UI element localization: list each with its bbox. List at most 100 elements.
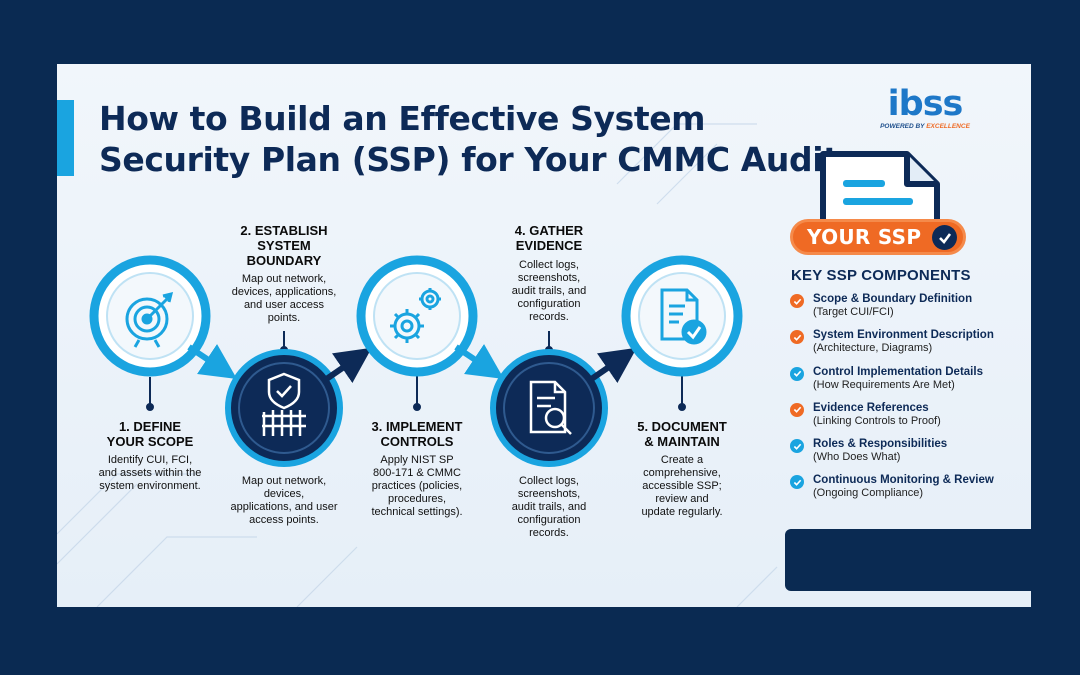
your-ssp-badge: YOUR SSP xyxy=(790,219,966,255)
step3-arrow xyxy=(454,344,504,379)
step1-arrow xyxy=(187,344,237,379)
step4-circle xyxy=(490,349,608,467)
step4-desc-bottom: Collect logs, screenshots, audit trails,… xyxy=(486,475,612,540)
step2-text-top: 2. ESTABLISH SYSTEM BOUNDARY Map out net… xyxy=(221,223,347,325)
step2-title-line3: BOUNDARY xyxy=(246,253,322,268)
step4-desc-line: audit trails, and xyxy=(511,501,587,513)
step2-desc-line: devices, applications, xyxy=(231,286,337,298)
step1-text: 1. DEFINE YOUR SCOPE Identify CUI, FCI, … xyxy=(87,419,213,493)
step4-desc-line: Collect logs, xyxy=(519,259,579,271)
ibss-logo: ibss POWERED BY EXCELLENCE xyxy=(879,86,971,130)
step1-connector-dot xyxy=(146,403,154,411)
check-bullet-icon xyxy=(790,402,804,417)
step5-desc-line: Create a xyxy=(660,454,704,466)
infographic-card: How to Build an Effective System Securit… xyxy=(57,64,1031,607)
step5-desc-line: accessible SSP; xyxy=(642,480,722,492)
check-circle-icon xyxy=(932,225,957,250)
step5-desc: Create a comprehensive, accessible SSP; … xyxy=(619,454,745,519)
step5-desc-line: update regularly. xyxy=(641,506,723,518)
step2-desc-line: access points. xyxy=(249,514,319,526)
check-bullet-icon xyxy=(790,330,804,345)
component-title: Evidence References xyxy=(813,401,929,414)
step4-title-line2: EVIDENCE xyxy=(515,238,583,253)
component-subtitle: (Target CUI/FCI) xyxy=(813,306,894,318)
component-title: Control Implementation Details xyxy=(813,365,983,378)
check-bullet-icon xyxy=(790,439,804,454)
step4-desc-line: configuration xyxy=(517,298,581,310)
step2-text-bottom: Map out network, devices, applications, … xyxy=(217,475,351,527)
step3-desc: Apply NIST SP 800-171 & CMMC practices (… xyxy=(354,454,480,519)
component-title: Scope & Boundary Definition xyxy=(813,293,973,305)
step4-desc-line: screenshots, xyxy=(517,488,581,500)
component-item: Control Implementation Details (How Requ… xyxy=(790,365,1020,401)
step1-desc-line: system environment. xyxy=(99,480,201,492)
step3-title-line1: 3. IMPLEMENT xyxy=(371,419,463,434)
component-subtitle: (Who Does What) xyxy=(813,451,901,464)
step2-title-line2: SYSTEM xyxy=(257,238,311,253)
component-subtitle: (Ongoing Compliance) xyxy=(813,487,924,500)
page-title: How to Build an Effective System Securit… xyxy=(99,98,839,180)
step2-desc-line: Map out network, xyxy=(241,273,327,285)
document-search-icon xyxy=(529,380,572,435)
step3-desc-line: technical settings). xyxy=(371,506,463,518)
step5-desc-line: comprehensive, xyxy=(643,467,721,479)
step5-circle xyxy=(621,255,743,377)
step3-connector-dot xyxy=(413,403,421,411)
step5-desc-line: review and xyxy=(655,493,709,505)
step1-desc: Identify CUI, FCI, and assets within the… xyxy=(87,454,213,493)
process-flow-graphic xyxy=(89,255,743,467)
step2-arrow xyxy=(323,347,372,384)
step4-desc-line: configuration xyxy=(517,514,581,526)
step4-desc-line: records. xyxy=(529,527,569,539)
step2-desc-line: and user access xyxy=(243,299,325,311)
step1-desc-line: Identify CUI, FCI, xyxy=(107,454,193,466)
bottom-navy-banner xyxy=(785,529,1031,591)
shield-fence-icon xyxy=(262,372,306,436)
step2-desc-line: Map out network, xyxy=(241,475,327,487)
step4-desc-line: audit trails, and xyxy=(511,285,587,297)
component-title: Roles & Responsibilities xyxy=(813,438,948,451)
step4-desc-line: records. xyxy=(529,311,569,323)
components-heading: KEY SSP COMPONENTS xyxy=(791,267,971,284)
logo-tagline: POWERED BY EXCELLENCE xyxy=(879,123,971,130)
step1-title-line1: 1. DEFINE xyxy=(118,419,182,434)
logo-tagline-prefix: POWERED BY xyxy=(880,123,927,130)
title-line-1: How to Build an Effective System xyxy=(99,99,706,138)
logo-tagline-emphasis: EXCELLENCE xyxy=(926,123,970,130)
step4-text-bottom: Collect logs, screenshots, audit trails,… xyxy=(486,475,612,540)
title-line-2: Security Plan (SSP) for Your CMMC Audit xyxy=(99,140,839,179)
check-bullet-icon xyxy=(790,475,804,490)
step4-desc-top: Collect logs, screenshots, audit trails,… xyxy=(486,259,612,324)
step3-title-line2: CONTROLS xyxy=(380,434,454,449)
component-subtitle: (Linking Controls to Proof) xyxy=(813,414,941,427)
step2-desc-top: Map out network, devices, applications, … xyxy=(221,273,347,325)
step2-desc-line: points. xyxy=(267,312,301,324)
document-check-icon xyxy=(660,288,707,345)
step2-desc-line: applications, and user xyxy=(230,501,338,513)
step3-desc-line: practices (policies, xyxy=(371,480,463,492)
component-item: Roles & Responsibilities (Who Does What) xyxy=(790,437,1020,473)
step4-arrow xyxy=(588,347,637,384)
step3-desc-line: Apply NIST SP xyxy=(380,454,454,466)
logo-word: ibss xyxy=(887,84,964,124)
step3-desc-line: 800-171 & CMMC xyxy=(372,467,462,479)
step4-desc-line: Collect logs, xyxy=(519,475,579,487)
background-circuit-lines xyxy=(57,123,778,607)
step5-title-line1: 5. DOCUMENT xyxy=(637,419,727,434)
step3-desc-line: procedures, xyxy=(387,493,447,505)
title-accent-bar xyxy=(57,100,74,176)
target-icon xyxy=(125,291,174,348)
step2-desc-bottom: Map out network, devices, applications, … xyxy=(217,475,351,527)
step5-connector-dot xyxy=(678,403,686,411)
your-ssp-label: YOUR SSP xyxy=(807,225,922,249)
step4-title-line1: 4. GATHER xyxy=(514,223,584,238)
step4-text-top: 4. GATHER EVIDENCE Collect logs, screens… xyxy=(486,223,612,324)
component-title: System Environment Description xyxy=(813,329,994,342)
check-bullet-icon xyxy=(790,366,804,381)
step2-title-line1: 2. ESTABLISH xyxy=(240,223,328,238)
component-subtitle: (How Requirements Are Met) xyxy=(813,378,955,391)
step1-desc-line: and assets within the xyxy=(98,467,202,479)
step5-title-line2: & MAINTAIN xyxy=(644,434,720,449)
step1-title-line2: YOUR SCOPE xyxy=(106,434,194,449)
check-bullet-icon xyxy=(790,294,804,308)
